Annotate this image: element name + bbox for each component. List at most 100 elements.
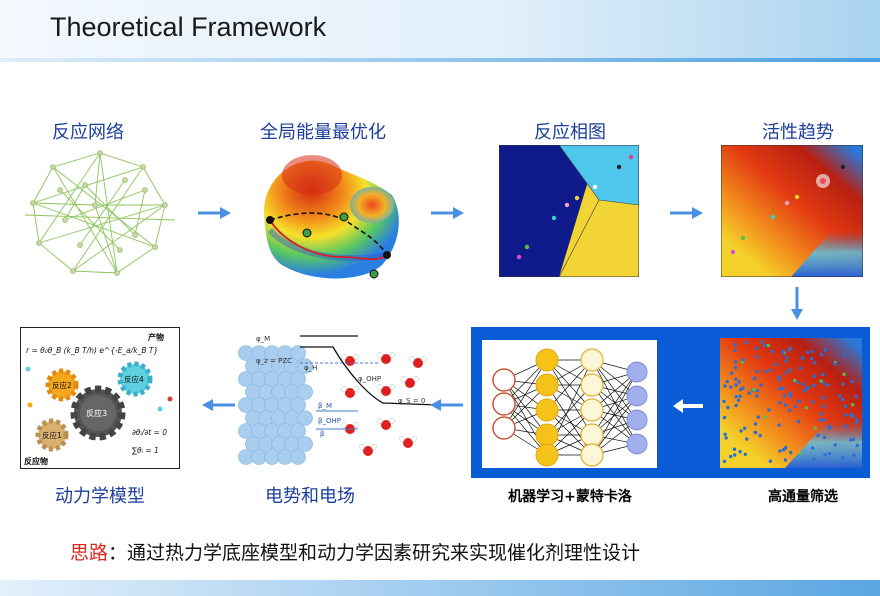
scatter-dot <box>804 406 808 410</box>
scatter-dot <box>784 371 788 375</box>
scatter-dot <box>743 426 747 430</box>
scatter-dot <box>838 394 842 398</box>
scatter-dot <box>812 383 816 388</box>
scatter-dot <box>821 396 826 400</box>
scatter-dot <box>812 457 816 461</box>
electrode-sphere <box>290 397 306 413</box>
rate-equation: r = θ₀θ_B (k_B T/h) e^{-E_a/k_B T} <box>26 346 158 355</box>
scatter-dot <box>768 459 773 463</box>
scatter-dot <box>778 401 782 405</box>
scatter-dot <box>777 375 781 379</box>
scatter-dot <box>842 372 846 376</box>
electrode-sphere <box>290 371 306 387</box>
scatter-dot <box>733 342 737 347</box>
scatter-dot <box>821 381 825 385</box>
scatter-dot <box>747 391 751 395</box>
reactant-label: 反应物 <box>24 456 48 466</box>
scatter-dot <box>737 380 741 384</box>
scatter-dot <box>778 449 782 453</box>
header-banner: Theoretical Framework <box>0 0 880 62</box>
scatter-dot <box>849 413 853 417</box>
phi-m-label: φ_M <box>256 335 270 343</box>
scatter-dot <box>741 386 745 390</box>
scatter-dot <box>738 450 742 454</box>
electrode-sphere <box>290 423 306 439</box>
scatter-dot <box>722 459 727 464</box>
energy-landscape-surface <box>263 155 399 279</box>
gear3-label: 反应3 <box>86 408 107 418</box>
scatter-dot <box>843 404 848 409</box>
scatter-dot <box>734 383 738 387</box>
water-hydrogen <box>359 444 365 450</box>
sum-rule-eq: ∑θᵢ = 1 <box>132 446 159 455</box>
scatter-dot <box>760 340 764 344</box>
water-hydrogen <box>401 376 407 382</box>
beta-label: β <box>320 430 324 438</box>
beta-m-label: β_M <box>318 402 332 410</box>
water-oxygen <box>381 420 391 430</box>
electrode-sphere <box>297 384 313 400</box>
footer-prefix: 思路 <box>70 542 109 564</box>
scatter-dot <box>849 438 853 442</box>
scatter-dot <box>763 415 768 419</box>
scatter-dot <box>784 359 788 363</box>
scatter-dot <box>729 454 733 459</box>
scatter-dot <box>788 408 792 413</box>
scatter-dot <box>741 358 745 362</box>
electrode-sphere <box>290 345 306 361</box>
water-oxygen <box>345 388 355 398</box>
high-throughput-scatter <box>720 338 862 468</box>
scatter-dot <box>788 368 792 372</box>
scatter-dot <box>796 419 801 424</box>
scatter-dot <box>758 433 762 438</box>
scatter-dot <box>801 382 805 386</box>
scatter-dot <box>767 408 771 412</box>
kinetic-gears-diagram: r = θ₀θ_B (k_B T/h) e^{-E_a/k_B T} 产物 反应… <box>20 327 180 469</box>
arrow-right-icon <box>670 207 703 219</box>
scatter-dot <box>795 380 799 384</box>
scatter-dot <box>753 377 757 381</box>
phi-ohp-label: φ_OHP <box>358 375 381 383</box>
gear1-label: 反应1 <box>42 430 62 440</box>
scatter-dot <box>826 424 831 429</box>
scatter-dot <box>744 340 749 345</box>
scatter-dot <box>855 417 859 422</box>
scatter-dot <box>733 366 738 370</box>
water-hydrogen <box>353 422 359 428</box>
arrow-down-icon <box>791 287 803 320</box>
arrow-right-icon <box>198 207 231 219</box>
scatter-dot <box>818 418 822 422</box>
scatter-dot <box>723 384 727 388</box>
scatter-dot <box>816 433 820 438</box>
scatter-dot <box>777 387 782 391</box>
electrode-sphere <box>297 358 313 374</box>
pzc-label: φ_z = PZC <box>256 357 292 365</box>
scatter-dot <box>724 436 728 440</box>
scatter-dot <box>822 435 827 440</box>
activity-trend-heatmap <box>721 145 863 277</box>
gear4-label: 反应4 <box>124 374 144 384</box>
scatter-dot <box>789 450 793 455</box>
scatter-dot <box>819 412 823 416</box>
water-oxygen <box>381 354 391 364</box>
scatter-dot <box>729 371 734 375</box>
scatter-dot <box>755 355 759 359</box>
scatter-dot <box>722 399 726 404</box>
scatter-dot <box>823 348 828 352</box>
scatter-dot <box>755 389 760 393</box>
scatter-dot <box>739 429 743 433</box>
header-divider <box>0 58 880 62</box>
water-hydrogen <box>353 354 359 360</box>
neural-network-diagram <box>482 340 657 468</box>
scatter-dot <box>821 372 825 377</box>
water-oxygen <box>403 438 413 448</box>
scatter-dot <box>827 451 832 456</box>
scatter-dot <box>783 458 788 462</box>
water-hydrogen <box>341 422 347 428</box>
scatter-dot <box>777 378 781 382</box>
water-oxygen <box>413 358 423 368</box>
label-phase-diagram: 反应相图 <box>534 122 606 143</box>
scatter-dot <box>798 451 803 456</box>
scatter-dot <box>800 356 805 360</box>
electrode-sphere <box>297 436 313 452</box>
